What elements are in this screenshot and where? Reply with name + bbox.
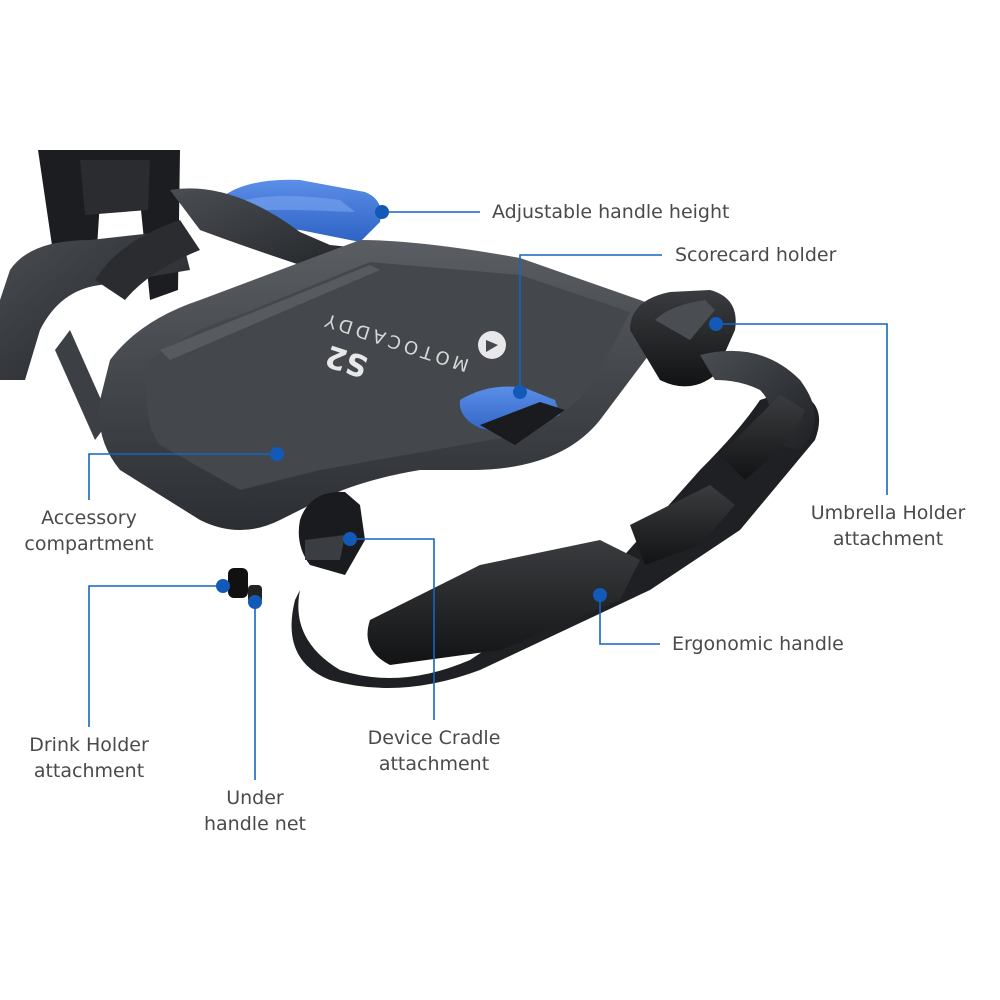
label-device-cradle-attachment: Device Cradle attachment [352,725,516,777]
label-line: Device Cradle [367,727,501,749]
callout-line-drink-holder-attachment [88,579,230,727]
callout-lines [88,205,888,780]
label-line: Adjustable handle height [492,201,730,223]
callout-line-umbrella-holder-attachment [709,317,888,495]
callout-line-scorecard-holder [513,254,662,399]
label-line: Drink Holder [29,734,149,756]
callout-line-ergonomic-handle [593,588,660,645]
callout-line-under-handle-net [248,595,262,780]
label-adjustable-handle-height: Adjustable handle height [492,199,729,225]
label-umbrella-holder-attachment: Umbrella Holder attachment [800,500,976,552]
label-ergonomic-handle: Ergonomic handle [672,631,844,657]
label-scorecard-holder: Scorecard holder [675,242,836,268]
label-line: attachment [378,753,490,775]
label-line: Scorecard holder [675,244,837,266]
callout-line-device-cradle-attachment [343,532,435,720]
label-drink-holder-attachment: Drink Holder attachment [14,732,164,784]
handle-loop [291,350,820,688]
label-accessory-compartment: Accessory compartment [10,505,168,557]
callout-line-adjustable-handle-height [375,205,480,219]
label-under-handle-net: Under handle net [190,785,320,837]
label-line: attachment [832,528,944,550]
callout-line-accessory-compartment [88,447,284,500]
scorecard-clip [459,386,565,445]
console-body [99,240,663,530]
label-line: Ergonomic handle [672,633,844,655]
label-line: Umbrella Holder [810,502,966,524]
label-line: Under [226,787,284,809]
label-line: attachment [33,760,145,782]
device-cradle-knob [298,491,365,575]
label-line: compartment [24,533,154,555]
label-line: Accessory [41,507,137,529]
label-line: handle net [204,813,306,835]
